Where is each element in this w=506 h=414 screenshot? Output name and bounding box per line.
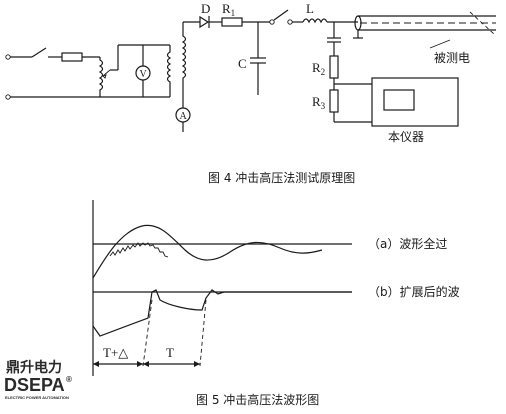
inductor-label: L xyxy=(306,1,314,16)
resistor-r2 xyxy=(329,55,339,79)
waveform-diagram: （a）波形全过 （b）扩展后的波 T+△ T 图 5 冲击高压法波形图 xyxy=(92,200,460,407)
transformer-primary xyxy=(166,45,172,97)
input-terminal-top xyxy=(5,54,11,60)
instrument-screen xyxy=(383,89,415,111)
cable-label: 被测电 xyxy=(434,51,470,65)
waveform-b-legend: （b）扩展后的波 xyxy=(368,284,460,299)
input-switch xyxy=(31,47,47,58)
spark-gap-right xyxy=(287,19,293,25)
spark-gap-left xyxy=(269,19,275,25)
transformer-secondary xyxy=(181,30,187,100)
interval-1-label: T+△ xyxy=(103,345,128,360)
instrument-label: 本仪器 xyxy=(388,130,424,144)
ammeter-label: A xyxy=(180,111,188,122)
figure-4-caption: 图 4 冲击高压法测试原理图 xyxy=(208,170,355,185)
resistor-r3 xyxy=(329,89,339,113)
waveform-a-legend: （a）波形全过 xyxy=(368,236,447,251)
input-terminal-bottom xyxy=(5,94,11,100)
resistor-r1 xyxy=(221,17,243,27)
figure-5-caption: 图 5 冲击高压法波形图 xyxy=(196,392,319,407)
logo-registered-mark: ® xyxy=(66,375,72,384)
r1-label: R1 xyxy=(222,1,235,18)
r2-label: R2 xyxy=(312,60,325,77)
circuit-diagram: V A D R1 C L xyxy=(5,1,496,185)
inductor-l xyxy=(302,18,328,24)
spark-gap-switch xyxy=(273,9,289,21)
diode xyxy=(199,15,210,29)
diode-label: D xyxy=(201,1,210,16)
instrument-box xyxy=(371,77,459,127)
voltmeter-label: V xyxy=(140,69,148,80)
logo-chinese-text: 鼎升电力 xyxy=(6,359,62,375)
logo-tagline: ELECTRIC POWER AUTOMATION xyxy=(5,395,69,400)
r3-label: R3 xyxy=(312,94,326,111)
input-resistor xyxy=(61,52,83,62)
waveform-b-trace xyxy=(92,289,352,337)
waveform-a-trace xyxy=(92,224,323,279)
interval-2-label: T xyxy=(166,345,174,360)
interval-marker-1 xyxy=(142,299,153,367)
waveform-a-noise xyxy=(109,242,169,258)
variac-coil xyxy=(98,57,104,97)
capacitor-label: C xyxy=(238,56,247,71)
dsepa-logo: 鼎升电力 DSEPA ® ELECTRIC POWER AUTOMATION xyxy=(4,359,72,400)
logo-english-text: DSEPA xyxy=(4,375,65,395)
